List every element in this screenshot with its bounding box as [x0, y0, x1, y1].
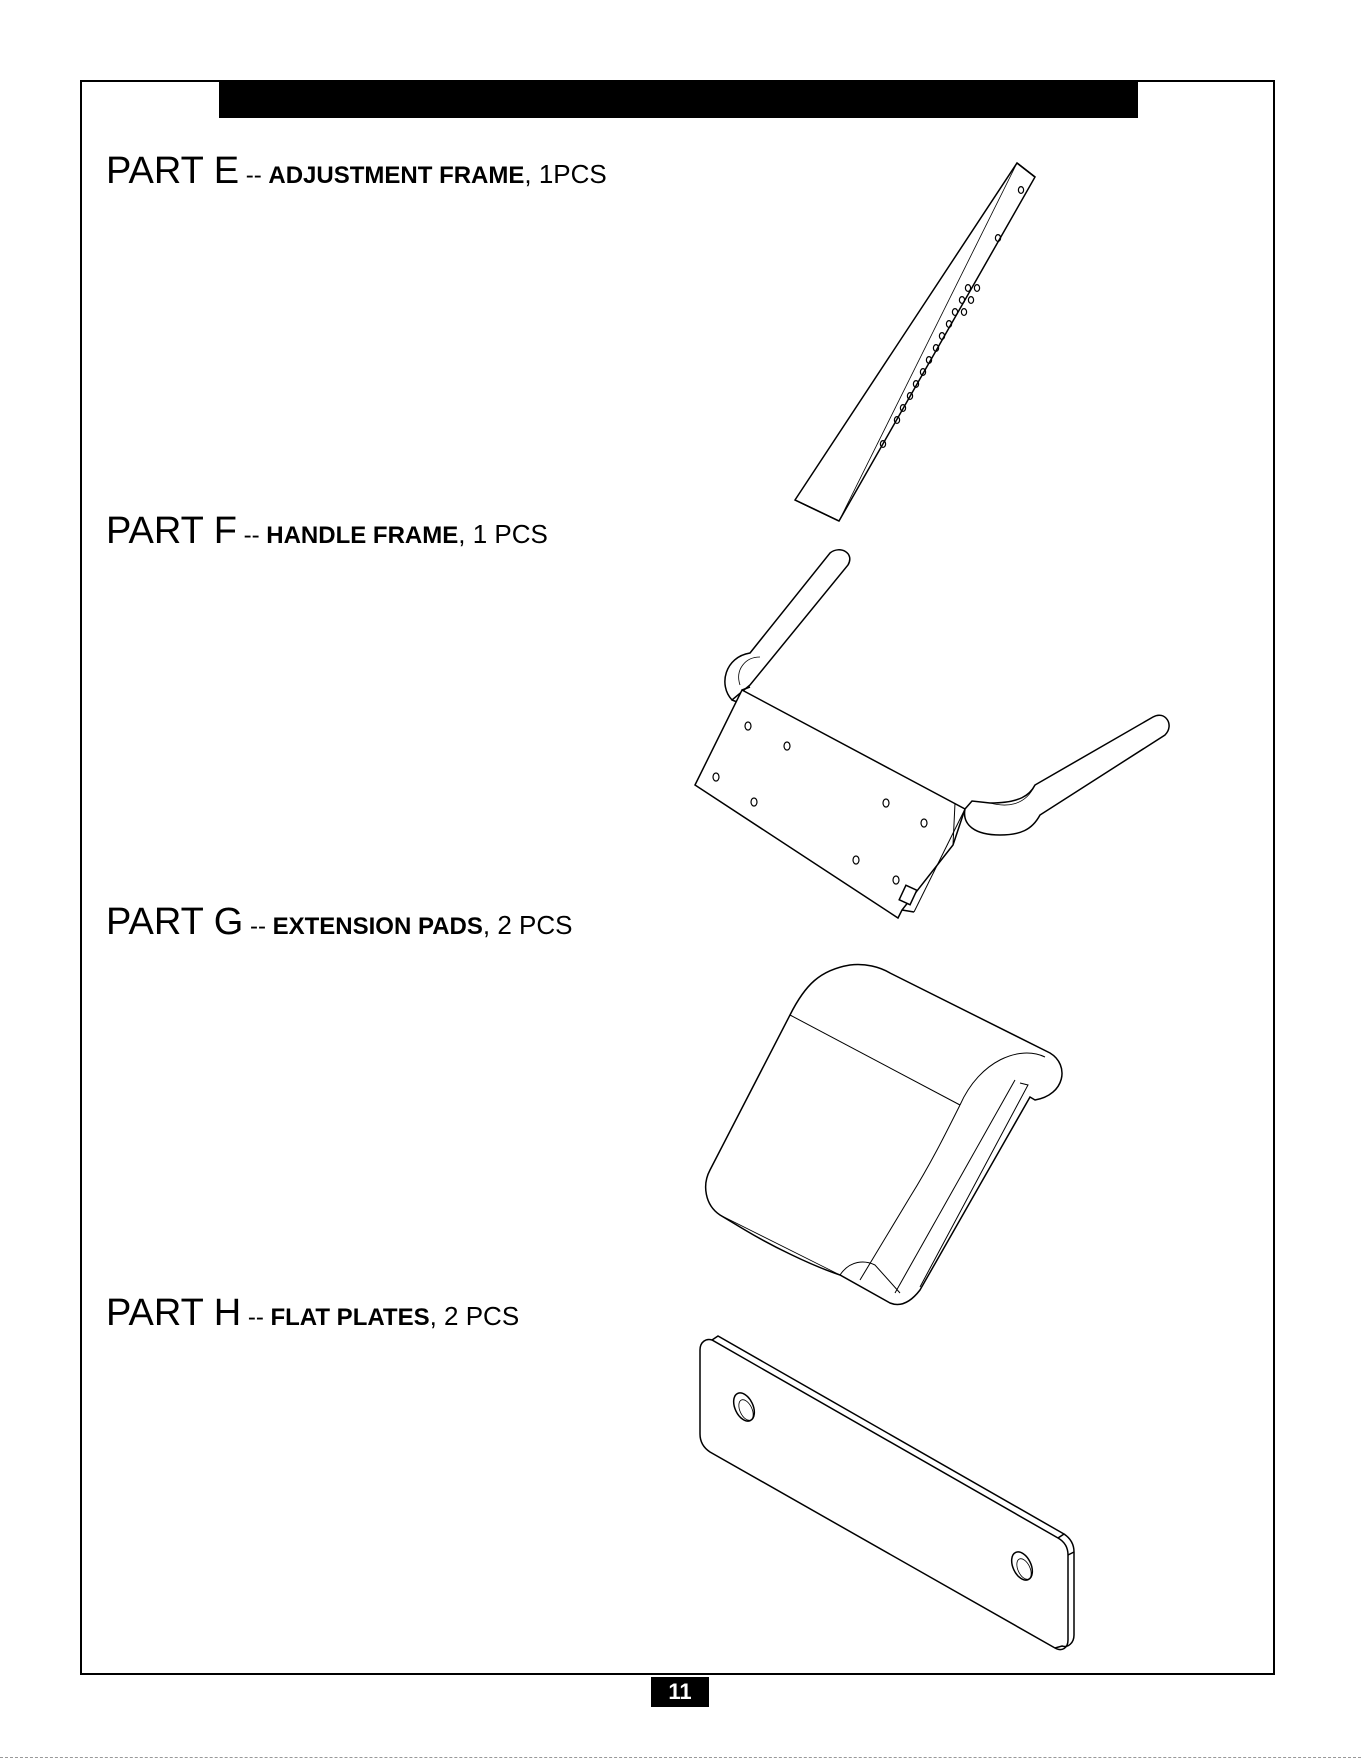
part-e-prefix: PART E	[106, 150, 239, 192]
part-g-separator: --	[243, 913, 272, 940]
part-g-label: PART G -- EXTENSION PADS, 2 PCS	[106, 903, 572, 941]
part-g-prefix: PART G	[106, 901, 243, 943]
part-e-separator: --	[239, 162, 268, 189]
part-g-name: EXTENSION PADS	[273, 913, 483, 940]
part-f-label: PART F -- HANDLE FRAME, 1 PCS	[106, 512, 548, 550]
part-e-quantity: , 1PCS	[524, 159, 606, 189]
header-bar	[219, 80, 1138, 118]
part-h-prefix: PART H	[106, 1292, 241, 1334]
part-f-separator: --	[237, 522, 266, 549]
part-h-quantity: , 2 PCS	[430, 1301, 520, 1331]
page-number: 11	[651, 1677, 709, 1707]
part-f-quantity: , 1 PCS	[458, 519, 548, 549]
extension-pad-drawing-icon	[690, 935, 1080, 1315]
adjustment-frame-drawing-icon	[795, 155, 1045, 535]
bottom-divider	[0, 1757, 1361, 1758]
flat-plate-drawing-icon	[690, 1330, 1090, 1670]
handle-frame-drawing-icon	[690, 545, 1190, 925]
part-h-separator: --	[241, 1304, 270, 1331]
part-f-prefix: PART F	[106, 510, 237, 552]
part-h-label: PART H -- FLAT PLATES, 2 PCS	[106, 1294, 519, 1332]
part-e-label: PART E -- ADJUSTMENT FRAME, 1PCS	[106, 152, 607, 190]
part-g-quantity: , 2 PCS	[483, 910, 573, 940]
part-h-name: FLAT PLATES	[270, 1304, 429, 1331]
part-e-name: ADJUSTMENT FRAME	[268, 162, 524, 189]
part-f-name: HANDLE FRAME	[266, 522, 458, 549]
